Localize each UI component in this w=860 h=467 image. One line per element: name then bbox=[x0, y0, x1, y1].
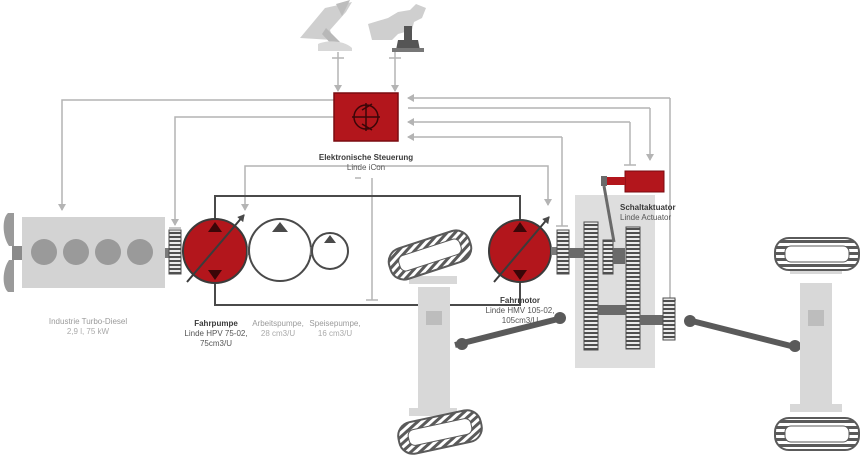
signal-lines bbox=[58, 52, 676, 301]
arbeitspumpe-label: Arbeitspumpe, 28 cm3/U bbox=[252, 319, 304, 339]
fahrpumpe-symbol bbox=[182, 214, 253, 284]
engine-label: Industrie Turbo-Diesel 2,9 l, 75 kW bbox=[49, 317, 127, 337]
fahrpumpe-title: Fahrpumpe bbox=[194, 319, 238, 328]
speisepumpe-symbol bbox=[311, 232, 349, 270]
speisepumpe-title: Speisepumpe, bbox=[309, 319, 361, 328]
fahrpumpe-subtitle-2: 75cm3/U bbox=[199, 339, 232, 348]
fahrmotor-label: Fahrmotor Linde HMV 105-02, 105cm3/U bbox=[486, 296, 555, 326]
actuator-label: Schaltaktuator Linde Actuator bbox=[620, 203, 676, 223]
fahrpumpe-subtitle-1: Linde HPV 75-02, bbox=[184, 329, 248, 338]
fahrmotor-subtitle-2: 105cm3/U bbox=[501, 316, 539, 325]
joystick-icon bbox=[368, 4, 426, 52]
engine-shaft bbox=[165, 248, 170, 258]
actuator-icon bbox=[601, 170, 665, 243]
fahrpumpe-label: Fahrpumpe Linde HPV 75-02, 75cm3/U bbox=[184, 319, 247, 349]
controller-box-icon bbox=[333, 92, 399, 142]
tyre-icon bbox=[387, 229, 473, 281]
engine-title: Industrie Turbo-Diesel bbox=[48, 317, 128, 326]
speisepumpe-label: Speisepumpe, 16 cm3/U bbox=[309, 319, 360, 339]
motor-gear bbox=[556, 229, 570, 275]
actuator-subtitle: Linde Actuator bbox=[620, 213, 672, 222]
fahrmotor-subtitle-1: Linde HMV 105-02, bbox=[485, 306, 555, 315]
fahrmotor-symbol bbox=[488, 216, 557, 283]
arbeitspumpe-subtitle: 28 cm3/U bbox=[260, 329, 296, 338]
arbeitspumpe-symbol bbox=[248, 218, 316, 282]
controller-title: Elektronische Steuerung bbox=[318, 153, 414, 162]
gearbox bbox=[569, 195, 676, 368]
engine-gear bbox=[168, 229, 182, 275]
foot-pedal-icon bbox=[300, 0, 352, 51]
engine-block bbox=[22, 217, 165, 288]
tyre-icon bbox=[774, 237, 860, 271]
arbeitspumpe-title: Arbeitspumpe, bbox=[252, 319, 304, 328]
tyre-icon bbox=[774, 417, 860, 451]
engine-subtitle: 2,9 l, 75 kW bbox=[66, 327, 110, 336]
speisepumpe-subtitle: 16 cm3/U bbox=[317, 329, 353, 338]
actuator-title: Schaltaktuator bbox=[620, 203, 676, 212]
tyre-icon bbox=[397, 409, 483, 455]
fan-icon bbox=[3, 213, 22, 292]
controller-subtitle: Linde iCon bbox=[346, 163, 386, 172]
controller-label: Elektronische Steuerung Linde iCon bbox=[319, 153, 413, 173]
hydraulic-circuit bbox=[214, 195, 521, 306]
fahrmotor-title: Fahrmotor bbox=[500, 296, 540, 305]
